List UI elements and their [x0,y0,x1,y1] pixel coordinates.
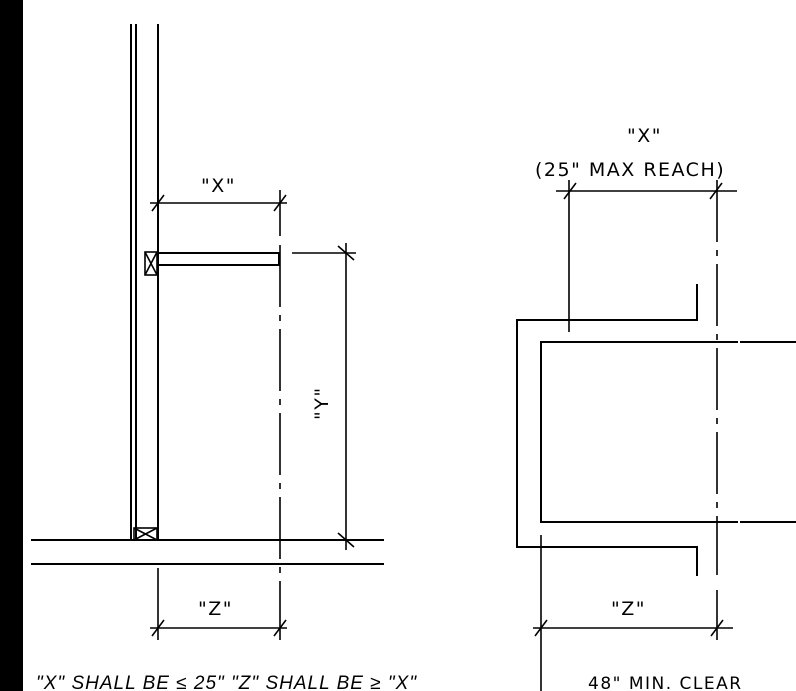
wall-blocking-symbol [144,251,158,276]
front-dim-z-label: "Z" [611,598,646,620]
dim-x-tick [563,182,577,200]
shelf-object [157,252,280,266]
alcove-outline [516,284,698,576]
side-dim-x-label: "X" [201,175,236,197]
side-dim-y-label: "Y" [311,386,333,420]
dim-x-tick [709,182,723,200]
dim-y-tick [337,245,355,261]
front-view: "X" (25" MAX REACH) "Z" [516,125,796,691]
front-dim-x-note: (25" MAX REACH) [535,159,725,181]
side-view: "X" "Y" "Z" [31,24,384,640]
clearance-note: 48" MIN. CLEAR [588,674,743,691]
dim-y-tick [337,532,355,548]
dim-x-tick [151,194,165,212]
base-blocking-symbol [133,527,158,541]
dim-z-tick [534,619,548,637]
side-dim-z-label: "Z" [198,598,233,620]
sheet-border [0,0,23,691]
clear-space-outline [540,341,796,523]
dim-z-tick [710,619,724,637]
rule-note: "X" SHALL BE ≤ 25" "Z" SHALL BE ≥ "X" [36,673,417,691]
front-dim-x-label: "X" [627,125,662,147]
dim-z-tick [151,619,165,637]
dim-z-tick [273,619,287,637]
